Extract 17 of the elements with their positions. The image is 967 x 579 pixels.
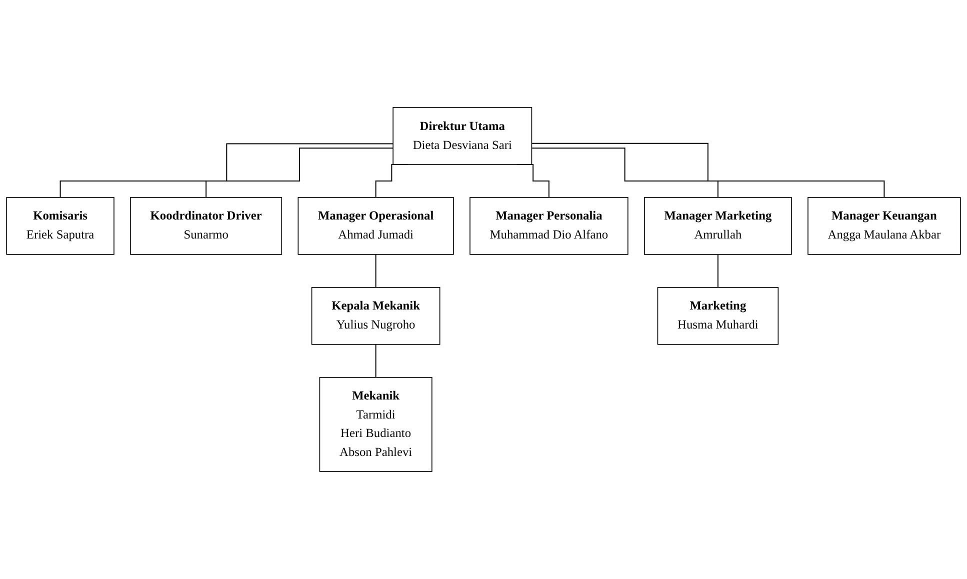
connector bbox=[375, 254, 376, 288]
node-box: Marketing Husma Muhardi bbox=[657, 287, 779, 345]
connector bbox=[375, 344, 376, 378]
node-box: Manager Keuangan Angga Maulana Akbar bbox=[808, 197, 961, 255]
node-box: Manager Personalia Muhammad Dio Alfano bbox=[470, 197, 628, 255]
connector bbox=[531, 142, 885, 198]
connector bbox=[206, 148, 394, 198]
node-box: Mekanik Tarmidi Heri Budianto Abson Pahlevi bbox=[319, 377, 432, 472]
node-box: Koodrdinator Driver Sunarmo bbox=[130, 197, 282, 255]
node-box: Manager Operasional Ahmad Jumadi bbox=[298, 197, 454, 255]
node-box: Kepala Mekanik Yulius Nugroho bbox=[311, 287, 440, 345]
node-box: Komisaris Eriek Saputra bbox=[6, 197, 114, 255]
connector bbox=[531, 148, 718, 198]
node-box: Manager Marketing Amrullah bbox=[644, 197, 792, 255]
connector bbox=[717, 254, 718, 288]
connector bbox=[60, 143, 394, 198]
node-box: Direktur Utama Dieta Desviana Sari bbox=[392, 107, 532, 165]
